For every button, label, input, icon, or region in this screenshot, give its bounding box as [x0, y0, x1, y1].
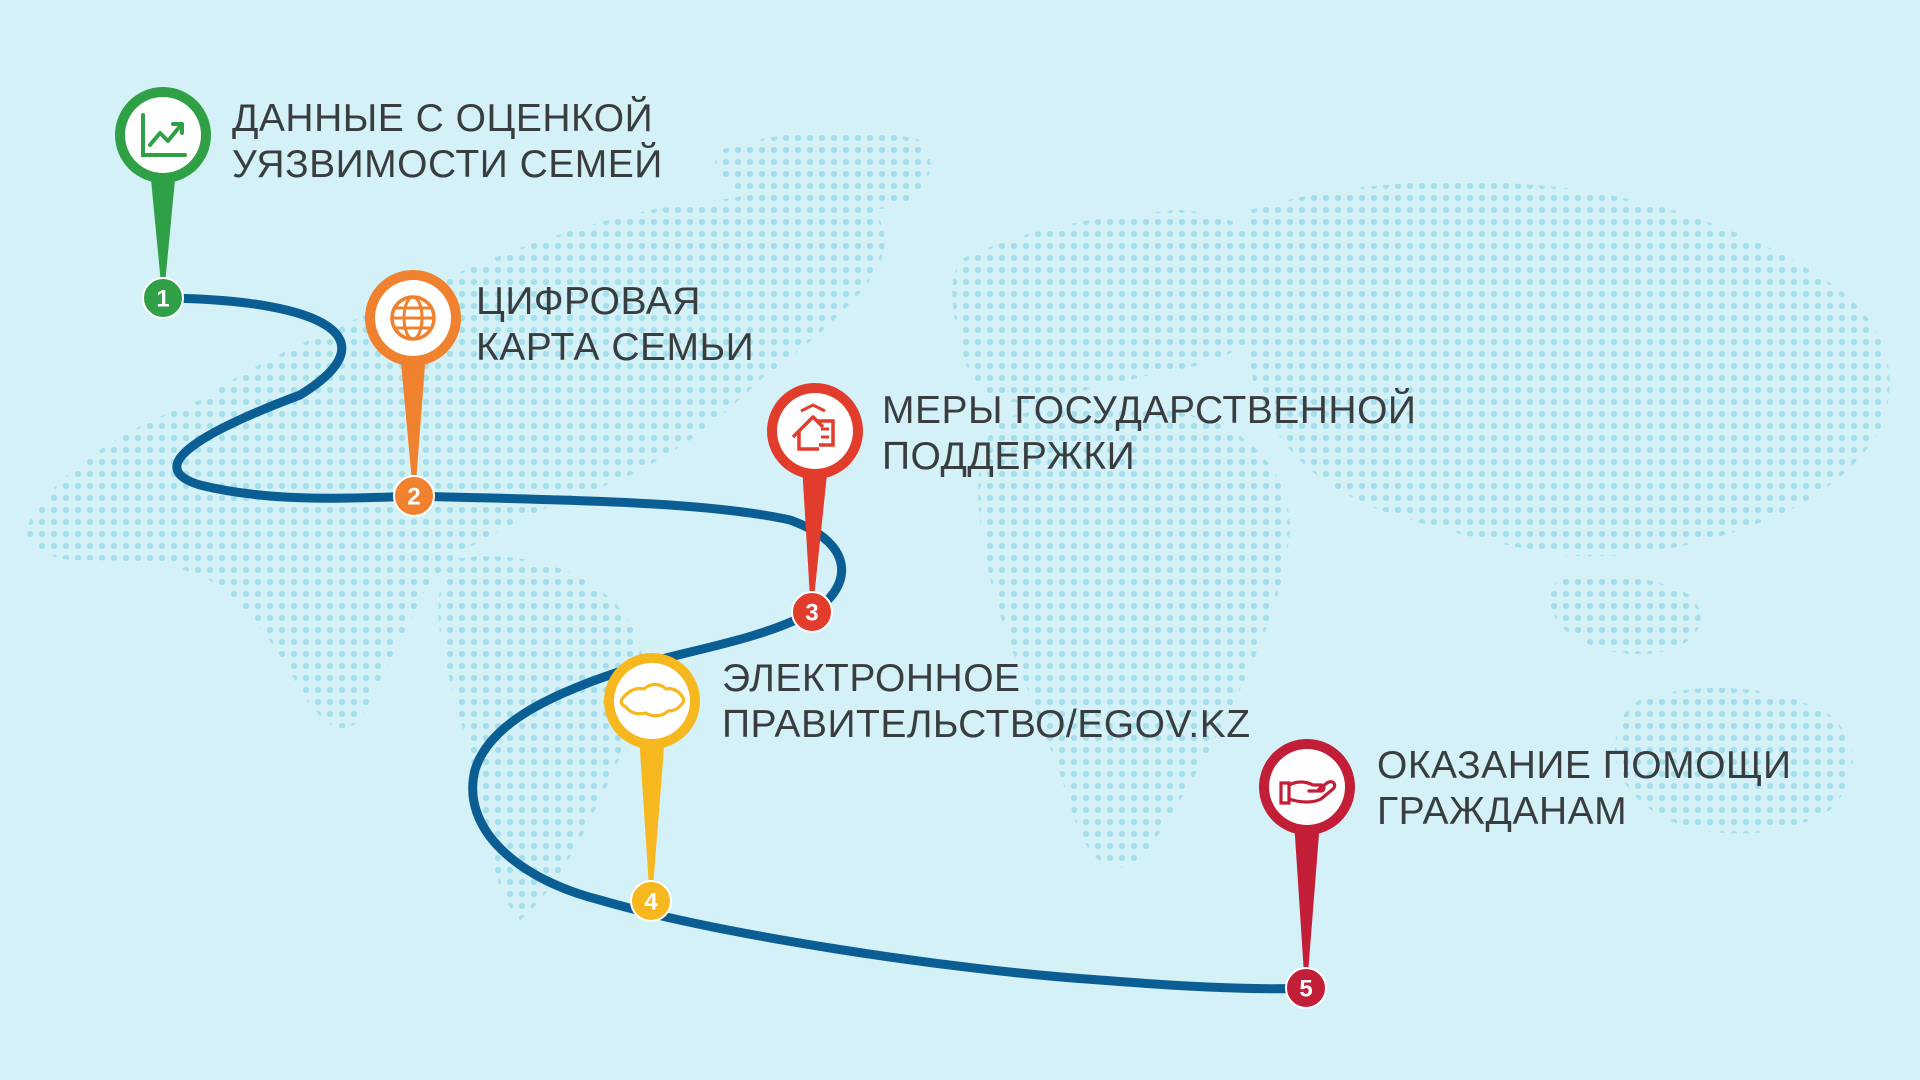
step-5-pin: 5: [1259, 739, 1355, 1009]
step-3-label: МЕРЫ ГОСУДАРСТВЕННОЙ ПОДДЕРЖКИ: [882, 388, 1416, 480]
pin-stem: [400, 352, 426, 482]
world-map-dots: [27, 131, 1890, 920]
step-number-badge: [1285, 967, 1327, 1009]
pin-stem: [802, 465, 828, 598]
step-1-pin: 1: [115, 87, 211, 319]
step-2-line-1: ЦИФРОВАЯ: [476, 280, 701, 323]
pin-head-inner: [614, 663, 690, 739]
step-1-line-2: УЯЗВИМОСТИ СЕМЕЙ: [232, 143, 663, 186]
step-number: 3: [805, 600, 818, 627]
step-number-badge: [630, 880, 672, 922]
step-2-label: ЦИФРОВАЯ КАРТА СЕМЬИ: [476, 279, 754, 371]
step-3-line-1: МЕРЫ ГОСУДАРСТВЕННОЙ: [882, 389, 1417, 432]
step-number: 2: [407, 484, 420, 511]
kazakhstan-map-icon: [619, 682, 686, 718]
step-4-line-2: ПРАВИТЕЛЬСТВО/EGOV.KZ: [722, 703, 1251, 746]
house-support-icon: [791, 403, 835, 451]
step-3-line-2: ПОДДЕРЖКИ: [882, 435, 1136, 478]
pin-stem: [1294, 821, 1320, 974]
step-number: 1: [156, 286, 169, 313]
chart-growth-icon: [141, 113, 187, 157]
step-3-pin: 3: [767, 383, 863, 633]
pin-head-inner: [1269, 749, 1345, 825]
step-5-line-2: ГРАЖДАНАМ: [1377, 790, 1628, 833]
step-4-line-1: ЭЛЕКТРОННОЕ: [722, 657, 1021, 700]
step-2-pin: 2: [365, 270, 461, 517]
step-number-badge: [393, 475, 435, 517]
step-number-badge: [142, 277, 184, 319]
pin-stem: [150, 169, 176, 284]
step-4-label: ЭЛЕКТРОННОЕ ПРАВИТЕЛЬСТВО/EGOV.KZ: [722, 656, 1251, 748]
pin-head-inner: [777, 393, 853, 469]
step-5-line-1: ОКАЗАНИЕ ПОМОЩИ: [1377, 744, 1792, 787]
step-number: 5: [1299, 976, 1312, 1003]
step-4-pin: 4: [604, 653, 700, 922]
step-number-badge: [791, 591, 833, 633]
step-1-label: ДАННЫЕ С ОЦЕНКОЙ УЯЗВИМОСТИ СЕМЕЙ: [232, 96, 663, 188]
pin-stem: [639, 735, 665, 887]
helping-hand-icon: [1279, 780, 1337, 805]
step-1-line-1: ДАННЫЕ С ОЦЕНКОЙ: [232, 97, 654, 140]
globe-icon: [390, 295, 436, 341]
roadmap-pins: 1 2 3 4 5: [115, 87, 1355, 1009]
step-5-label: ОКАЗАНИЕ ПОМОЩИ ГРАЖДАНАМ: [1377, 743, 1792, 835]
step-2-line-2: КАРТА СЕМЬИ: [476, 326, 755, 369]
step-number: 4: [644, 889, 658, 916]
